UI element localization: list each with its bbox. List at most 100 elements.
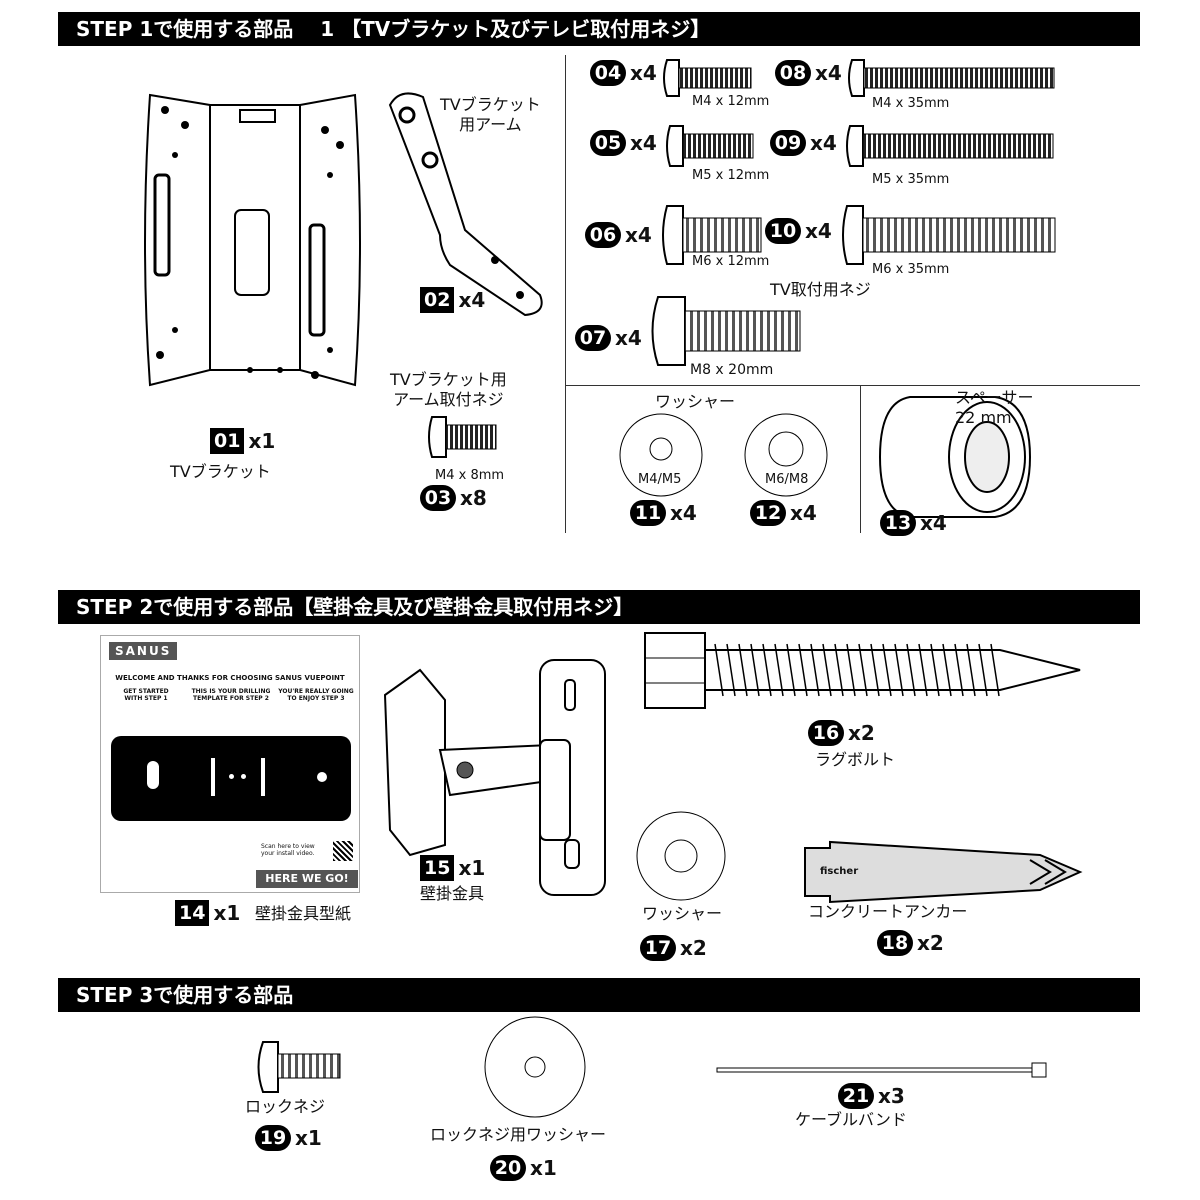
screw-06-drawing <box>662 205 762 265</box>
part-03-size: M4 x 8mm <box>435 468 505 483</box>
part-qty: x4 <box>790 501 817 525</box>
lock-washer-drawing <box>484 1016 586 1118</box>
part-number: 11 <box>630 500 666 526</box>
part-09-size: M5 x 35mm <box>872 172 950 187</box>
part-04-size: M4 x 12mm <box>692 94 770 109</box>
part-qty: x4 <box>625 223 652 247</box>
part-number: 05 <box>590 130 626 156</box>
part-qty: x3 <box>878 1084 905 1108</box>
part-10-size: M6 x 35mm <box>872 262 950 277</box>
part-05-size: M5 x 12mm <box>692 168 770 183</box>
part-08-size: M4 x 35mm <box>872 96 950 111</box>
divider <box>860 385 861 533</box>
template-cta: HERE WE GO! <box>256 870 358 888</box>
template-col2: THIS IS YOUR DRILLING TEMPLATE FOR STEP … <box>191 688 271 702</box>
part-03-name: TVブラケット用 アーム取付ネジ <box>390 370 507 409</box>
part-qty: x1 <box>530 1156 557 1180</box>
part-number: 16 <box>808 720 844 746</box>
part-qty: x1 <box>213 901 241 925</box>
part-qty: x4 <box>630 61 657 85</box>
washer-11-drawing <box>619 413 703 497</box>
washer-17-drawing <box>636 811 726 901</box>
step3-header: STEP 3で使用する部品 <box>58 978 1140 1012</box>
anchor-brand: fischer <box>820 866 859 877</box>
part-18-name: コンクリートアンカー <box>808 902 968 921</box>
wall-bracket-drawing <box>383 659 606 896</box>
part-number: 04 <box>590 60 626 86</box>
part-number: 12 <box>750 500 786 526</box>
part-number: 10 <box>765 218 801 244</box>
part-20-name: ロックネジ用ワッシャー <box>430 1125 607 1144</box>
part-19-name: ロックネジ <box>245 1097 326 1116</box>
cable-tie-drawing <box>716 1062 1047 1078</box>
screw-05-drawing <box>666 125 754 167</box>
lag-bolt-drawing <box>644 632 1081 709</box>
lock-screw-drawing <box>257 1041 341 1093</box>
part-number: 14 <box>175 900 210 926</box>
part-15-name: 壁掛金具 <box>420 884 485 903</box>
part-21-name: ケーブルバンド <box>795 1110 907 1129</box>
part-number: 15 <box>420 855 455 881</box>
part-number: 17 <box>640 935 676 961</box>
qr-code-icon <box>333 841 353 861</box>
screw-09-drawing <box>846 125 1054 167</box>
drilling-template: SANUS WELCOME AND THANKS FOR CHOOSING SA… <box>100 635 360 893</box>
template-col1: GET STARTED WITH STEP 1 <box>123 688 169 702</box>
part-qty: x1 <box>458 856 486 880</box>
tv-bracket-drawing <box>144 93 361 387</box>
washer-12-drawing <box>744 413 828 497</box>
part-qty: x2 <box>680 936 707 960</box>
part-qty: x4 <box>920 511 947 535</box>
part-01-name: TVブラケット <box>170 462 271 481</box>
washer-11-size: M4/M5 <box>638 472 682 487</box>
part-number: 07 <box>575 325 611 351</box>
part-number: 03 <box>420 485 456 511</box>
part-17-name: ワッシャー <box>642 904 723 923</box>
part-16-name: ラグボルト <box>815 750 896 769</box>
part-qty: x1 <box>248 429 276 453</box>
screw-08-drawing <box>848 59 1055 97</box>
part-qty: x4 <box>615 326 642 350</box>
part-number: 20 <box>490 1155 526 1181</box>
tv-screws-label: TV取付用ネジ <box>770 280 871 299</box>
spacer-name: スペーサー 22 mm <box>955 388 1034 427</box>
part-number: 09 <box>770 130 806 156</box>
part-14-name: 壁掛金具型紙 <box>255 904 352 923</box>
part-number: 18 <box>877 930 913 956</box>
step1-header: STEP 1で使用する部品 1 【TVブラケット及びテレビ取付用ネジ】 <box>58 12 1140 46</box>
part-number: 02 <box>420 287 455 313</box>
template-plate <box>111 736 351 821</box>
divider <box>565 55 566 533</box>
part-qty: x4 <box>810 131 837 155</box>
part-qty: x4 <box>630 131 657 155</box>
template-welcome: WELCOME AND THANKS FOR CHOOSING SANUS VU… <box>115 674 345 682</box>
part-07-size: M8 x 20mm <box>690 362 774 378</box>
screw-04-drawing <box>663 59 752 97</box>
part-number: 06 <box>585 222 621 248</box>
part-qty: x1 <box>295 1126 322 1150</box>
part-number: 08 <box>775 60 811 86</box>
part-06-size: M6 x 12mm <box>692 254 770 269</box>
part-qty: x4 <box>458 288 486 312</box>
part-qty: x4 <box>805 219 832 243</box>
bracket-arm-drawing <box>388 92 543 317</box>
part-number: 19 <box>255 1125 291 1151</box>
washer-12-size: M6/M8 <box>765 472 809 487</box>
